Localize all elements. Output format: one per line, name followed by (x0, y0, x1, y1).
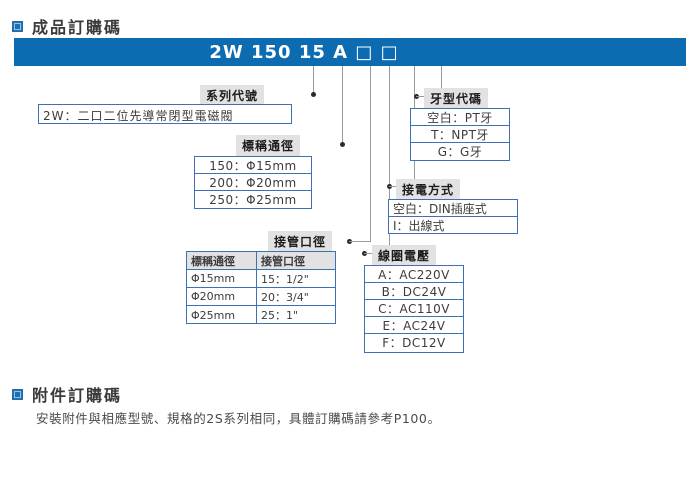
leader-connector-pipe-bore (349, 241, 371, 242)
list-item: 空白：PT牙 (411, 109, 509, 126)
callout-label-wiring: 接電方式 (396, 179, 461, 200)
accessory-note: 安裝附件與相應型號、規格的2S系列相同，具體訂購碼請參考P100。 (36, 411, 441, 426)
list-item: A：AC220V (365, 266, 463, 283)
list-item: B：DC24V (365, 283, 463, 300)
table-cell: 15：1/2" (261, 272, 309, 286)
callout-box-thread-code: 空白：PT牙 T：NPT牙 G：G牙 (410, 108, 510, 161)
leader-line-series (313, 66, 314, 94)
table-header-row: 標稱通徑 接管口徑 (187, 252, 335, 270)
section-heading-accessory: 附件訂購碼 (12, 382, 122, 406)
table-cell: 25：1" (261, 309, 299, 322)
list-item: C：AC110V (365, 300, 463, 317)
leader-line-coil-voltage (389, 66, 390, 253)
callout-table-pipe-bore: 標稱通徑 接管口徑 Φ15mm 15：1/2" Φ20mm 20：3/4" Φ2… (186, 251, 336, 324)
order-code-bar: 2W 150 15 A □ □ (14, 38, 686, 66)
order-code-text: 2W 150 15 A □ □ (209, 41, 399, 63)
leader-line-thread-code (441, 66, 442, 96)
callout-label-coil-voltage: 線圈電壓 (372, 245, 437, 266)
callout-label-nominal-bore: 標稱通徑 (236, 135, 301, 156)
table-cell: Φ15mm (187, 270, 257, 287)
list-item: T：NPT牙 (411, 126, 509, 143)
square-bullet-icon (12, 20, 23, 32)
list-item: E：AC24V (365, 317, 463, 334)
square-bullet-icon (12, 388, 23, 400)
page-title: 成品訂購碼 (32, 18, 123, 37)
callout-box-nominal-bore: 150：Φ15mm 200：Φ20mm 250：Φ25mm (194, 156, 312, 209)
series-value: 2W：二口二位先導常閉型電磁閥 (43, 109, 234, 123)
table-row: Φ15mm 15：1/2" (187, 270, 335, 288)
section-title-accessory: 附件訂購碼 (32, 386, 123, 405)
leader-line-pipe-bore (370, 66, 371, 241)
table-cell: Φ25mm (187, 306, 257, 324)
callout-label-series: 系列代號 (200, 85, 265, 106)
table-row: Φ20mm 20：3/4" (187, 288, 335, 306)
callout-box-wiring: 空白：DIN插座式 I：出線式 (388, 199, 518, 234)
callout-box-series: 2W：二口二位先導常閉型電磁閥 (38, 104, 292, 124)
table-header-cell: 標稱通徑 (187, 252, 257, 269)
leader-dot-series (311, 92, 316, 97)
list-item: G：G牙 (437, 145, 483, 159)
leader-dot-nominal-bore (340, 142, 345, 147)
list-item: I：出線式 (393, 219, 445, 233)
list-item: 150：Φ15mm (195, 157, 311, 174)
callout-label-pipe-bore: 接管口徑 (268, 231, 333, 252)
leader-line-nominal-bore (342, 66, 343, 144)
list-item: F：DC12V (382, 336, 446, 350)
section-heading-finished-product: 成品訂購碼 (12, 14, 122, 38)
table-header-cell: 接管口徑 (257, 252, 335, 269)
list-item: 200：Φ20mm (195, 174, 311, 191)
callout-box-coil-voltage: A：AC220V B：DC24V C：AC110V E：AC24V F：DC12… (364, 265, 464, 353)
list-item: 空白：DIN插座式 (389, 200, 517, 217)
table-row: Φ25mm 25：1" (187, 306, 335, 324)
table-cell: Φ20mm (187, 288, 257, 305)
list-item: 250：Φ25mm (209, 193, 297, 207)
table-cell: 20：3/4" (261, 290, 309, 304)
callout-label-thread-code: 牙型代碼 (424, 88, 489, 109)
